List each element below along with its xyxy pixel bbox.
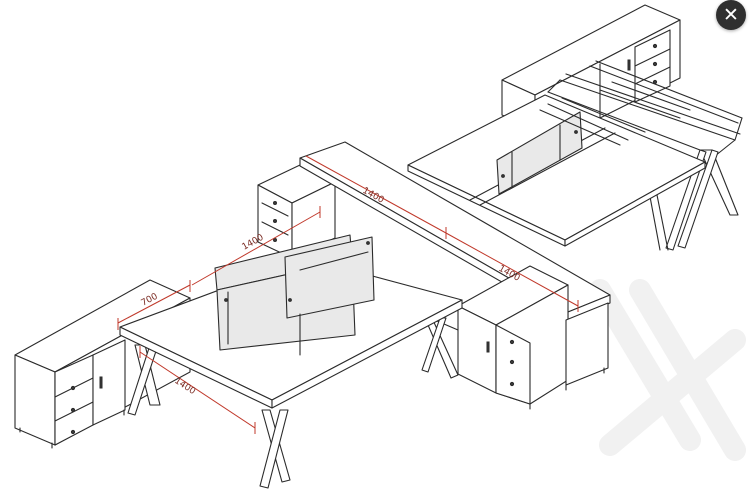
close-icon: ✕ xyxy=(723,3,739,26)
watermark xyxy=(589,279,746,461)
credenza-back-right xyxy=(501,4,681,131)
dimension-lines xyxy=(117,155,579,434)
credenza-left xyxy=(14,279,191,449)
desk-front xyxy=(119,234,463,489)
dimension-1400-front: 1400 xyxy=(172,376,197,397)
desk-back xyxy=(407,94,706,247)
back-frame xyxy=(547,60,743,251)
pedestal-mid xyxy=(257,164,336,259)
close-button[interactable]: ✕ xyxy=(716,0,746,30)
pedestal-right xyxy=(429,265,609,410)
